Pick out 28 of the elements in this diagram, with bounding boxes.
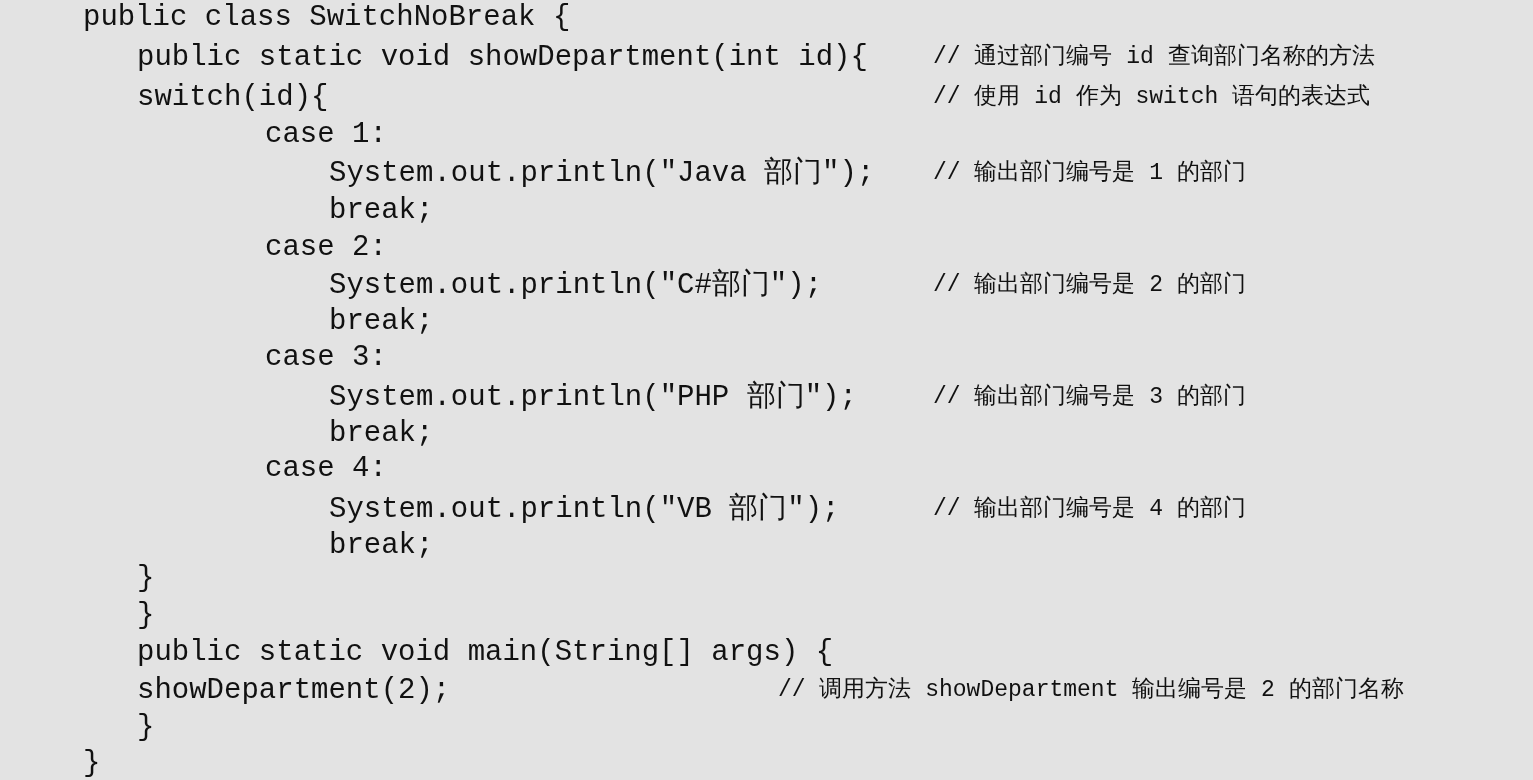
code-line: } [83,748,101,778]
code-line: System.out.println("VB 部门"); [329,494,840,524]
code-line: public static void main(String[] args) { [137,637,834,667]
code-line: break; [329,418,434,448]
code-line: } [137,712,155,742]
code-comment: // 使用 id 作为 switch 语句的表达式 [933,85,1371,109]
code-line: case 1: [265,119,387,149]
code-line: public class SwitchNoBreak { [83,2,571,32]
code-line: break; [329,306,434,336]
code-line: showDepartment(2); [137,675,451,705]
code-line: System.out.println("Java 部门"); [329,158,875,188]
code-comment: // 输出部门编号是 4 的部门 [933,497,1246,521]
code-line: case 4: [265,453,387,483]
code-line: System.out.println("PHP 部门"); [329,382,857,412]
code-line: System.out.println("C#部门"); [329,270,823,300]
code-line: } [137,563,155,593]
code-comment: // 输出部门编号是 2 的部门 [933,273,1246,297]
code-comment: // 输出部门编号是 3 的部门 [933,385,1246,409]
code-line: switch(id){ [137,82,329,112]
code-line: case 3: [265,342,387,372]
code-line: break; [329,530,434,560]
code-comment: // 通过部门编号 id 查询部门名称的方法 [933,45,1375,69]
code-line: public static void showDepartment(int id){ [137,42,868,72]
code-line: case 2: [265,232,387,262]
code-line: break; [329,195,434,225]
code-line: } [137,600,155,630]
code-comment: // 输出部门编号是 1 的部门 [933,161,1246,185]
code-comment: // 调用方法 showDepartment 输出编号是 2 的部门名称 [778,678,1404,702]
